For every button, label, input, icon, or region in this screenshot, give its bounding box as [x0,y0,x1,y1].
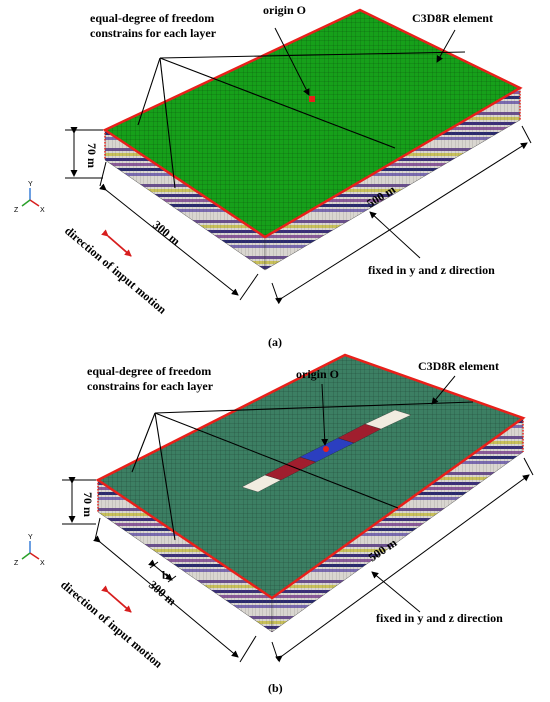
caption-a: (a) [268,335,282,349]
fixed-label: fixed in y and z direction [368,263,495,277]
axis-z-label: Z [14,560,19,567]
height-dimension [65,127,103,179]
panel-a: Y X Z equal-degree of freedom constrains… [14,3,532,349]
origin-marker [323,446,329,452]
element-label: C3D8R element [412,11,493,25]
axis-x-label: X [40,560,45,567]
height-dimension [62,477,96,525]
input-motion-arrow [101,229,132,257]
element-leader [431,375,456,405]
input-motion-arrow [101,585,132,613]
axes-triad: Y X Z [14,534,45,567]
height-label: 70 m [81,492,95,517]
element-label: C3D8R element [418,359,499,373]
axes-triad: Y X Z [14,181,45,214]
origin-leader [274,27,310,96]
width-label: 300 m [150,218,183,249]
axis-z-label: Z [14,207,19,214]
element-leader [436,29,456,63]
panel-b: Y X Z equal-degree of freedom constrains… [14,353,534,695]
origin-label: origin O [263,3,306,17]
height-label: 70 m [85,143,99,168]
origin-label: origin O [296,367,339,381]
fixed-leader [369,211,421,259]
axis-y-label: Y [28,534,33,541]
caption-b: (b) [268,681,283,695]
motion-label: direction of input motion [58,578,165,671]
constraint-label-line2: constrains for each layer [87,379,214,393]
constraint-label-line2: constrains for each layer [90,26,217,40]
fixed-label: fixed in y and z direction [376,611,503,625]
b-dimension [148,559,177,583]
length-dimension [271,457,534,663]
length-dimension [271,125,532,305]
origin-leader [321,383,329,446]
axis-x-label: X [40,207,45,214]
b-label: b [162,568,169,582]
constraint-label-line1: equal-degree of freedom [90,11,214,25]
axis-y-label: Y [28,181,33,188]
origin-marker [309,96,315,102]
constraint-leader-lines [137,51,466,189]
width-dimension [93,517,257,663]
motion-label: direction of input motion [62,224,169,317]
width-dimension [99,161,259,301]
constraint-label-line1: equal-degree of freedom [87,364,211,378]
fixed-leader [371,571,421,613]
